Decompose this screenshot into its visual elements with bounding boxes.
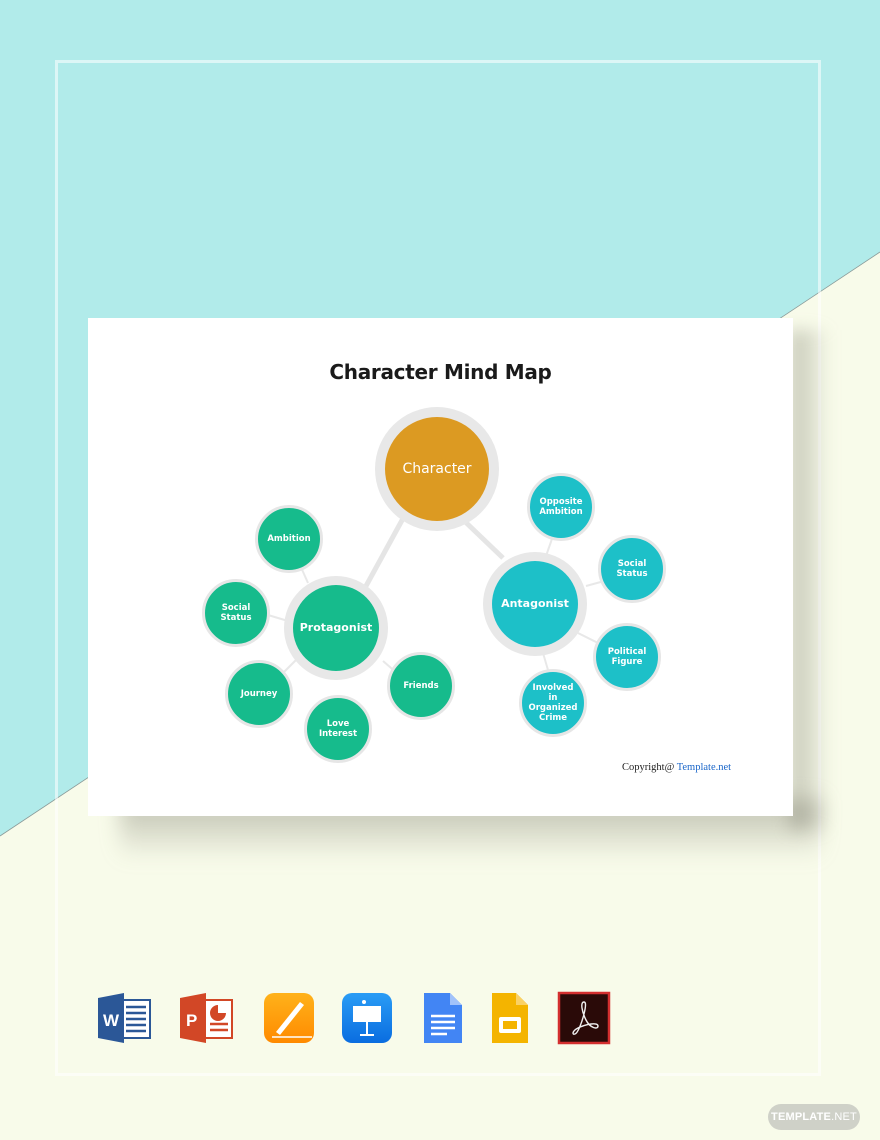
svg-text:W: W bbox=[103, 1011, 120, 1030]
leaf-node-social-status[interactable]: Social Status bbox=[202, 579, 270, 647]
format-icons-row: W P bbox=[96, 990, 616, 1046]
node-label: Love Interest bbox=[318, 718, 358, 739]
svg-text:P: P bbox=[186, 1011, 197, 1030]
node-label: Character bbox=[402, 460, 472, 477]
document-preview[interactable]: Character Mind Map Character Protagonist… bbox=[88, 318, 793, 816]
node-label: Ambition bbox=[267, 533, 311, 544]
node-label: Social Status bbox=[616, 558, 648, 579]
node-label: Friends bbox=[403, 680, 439, 691]
watermark-bold-text: TEMPLATE bbox=[771, 1111, 832, 1123]
google-docs-icon[interactable] bbox=[418, 990, 474, 1046]
leaf-node-opposite-ambition[interactable]: Opposite Ambition bbox=[527, 473, 595, 541]
node-label: Involved in Organized Crime bbox=[528, 682, 578, 724]
leaf-node-ambition[interactable]: Ambition bbox=[255, 505, 323, 573]
powerpoint-icon[interactable]: P bbox=[178, 990, 234, 1046]
watermark-thin-text: .NET bbox=[831, 1111, 857, 1123]
connector-lines bbox=[267, 511, 609, 710]
document-title: Character Mind Map bbox=[329, 360, 552, 384]
leaf-node-political-figure[interactable]: Political Figure bbox=[593, 623, 661, 691]
node-label: Opposite Ambition bbox=[539, 496, 583, 517]
leaf-node-social-status-antagonist[interactable]: Social Status bbox=[598, 535, 666, 603]
google-slides-icon[interactable] bbox=[486, 990, 542, 1046]
root-node-character[interactable]: Character bbox=[385, 417, 489, 521]
leaf-node-love-interest[interactable]: Love Interest bbox=[304, 695, 372, 763]
node-label: Journey bbox=[240, 688, 278, 699]
copyright-link[interactable]: Template.net bbox=[676, 762, 732, 773]
template-net-watermark: TEMPLATE.NET bbox=[768, 1104, 860, 1130]
leaf-node-organized-crime[interactable]: Involved in Organized Crime bbox=[519, 669, 587, 737]
keynote-icon[interactable] bbox=[340, 990, 396, 1046]
node-label: Social Status bbox=[220, 602, 252, 623]
branch-node-antagonist[interactable]: Antagonist bbox=[492, 561, 578, 647]
copyright-notice: Copyright@ Template.net bbox=[622, 762, 731, 773]
pages-icon[interactable] bbox=[262, 990, 318, 1046]
copyright-text: Copyright@ bbox=[622, 762, 677, 773]
word-icon[interactable]: W bbox=[96, 990, 152, 1046]
node-label: Political Figure bbox=[607, 646, 647, 667]
node-label: Antagonist bbox=[501, 597, 569, 611]
leaf-node-friends[interactable]: Friends bbox=[387, 652, 455, 720]
leaf-node-journey[interactable]: Journey bbox=[225, 660, 293, 728]
node-label: Protagonist bbox=[299, 621, 373, 635]
card-shadow-right bbox=[790, 330, 830, 830]
adobe-pdf-icon[interactable] bbox=[556, 990, 612, 1046]
branch-node-protagonist[interactable]: Protagonist bbox=[293, 585, 379, 671]
